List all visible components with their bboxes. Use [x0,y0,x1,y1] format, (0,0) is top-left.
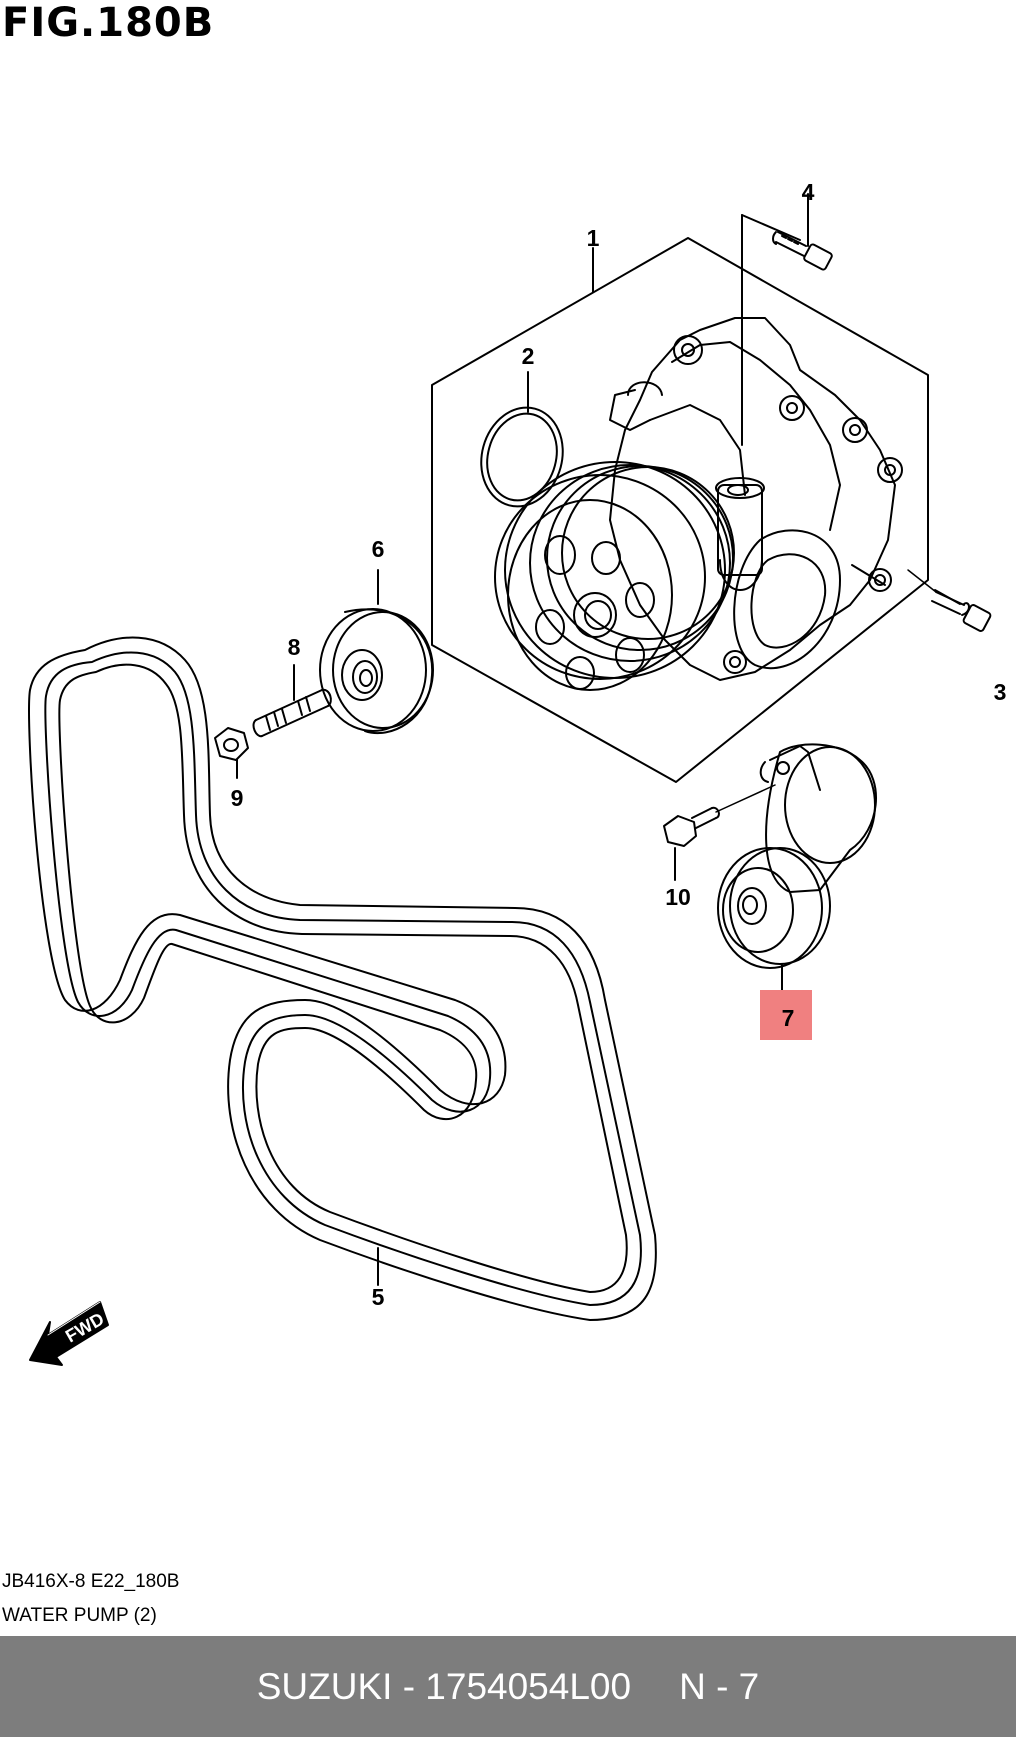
figure-code: JB416X-8 E22_180B [2,1571,180,1592]
footer-part-number: SUZUKI - 1754054L00 [256,1665,632,1707]
figure-title: FIG.180B [2,0,215,46]
highlight-box [760,990,812,1040]
bolt-3 [851,564,992,632]
callout-6[interactable]: 6 [372,536,385,562]
callout-4[interactable]: 4 [802,179,815,205]
fwd-direction-arrow [29,1301,109,1366]
stud-8 [252,664,332,738]
nut-9 [214,727,249,779]
callout-5[interactable]: 5 [372,1284,385,1310]
callout-10[interactable]: 10 [665,884,691,910]
callout-1[interactable]: 1 [587,225,600,251]
figure-name: WATER PUMP (2) [2,1605,157,1626]
footer-reference: N - 7 [679,1665,760,1707]
v-ribbed-belt [28,636,657,1321]
tensioner-assembly [717,743,877,991]
bolt-10 [663,784,776,881]
callout-3[interactable]: 3 [994,679,1007,705]
footer-bar: SUZUKI - 1754054L00 N - 7 [0,1636,1016,1737]
bolt-4 [772,231,833,271]
callout-7[interactable]: 7 [782,1005,795,1031]
bolt-4-leader [741,193,809,446]
gasket-o-ring [480,371,564,508]
callout-9[interactable]: 9 [231,785,244,811]
idler-pulley [319,569,434,735]
water-pump-body [609,317,903,681]
callout-2[interactable]: 2 [522,343,535,369]
exploded-diagram: FWD 1 2 3 4 5 6 7 8 9 10 [28,179,1007,1366]
assembly-boundary [431,237,929,783]
pump-pulley [494,461,735,691]
callout-8[interactable]: 8 [288,634,301,660]
